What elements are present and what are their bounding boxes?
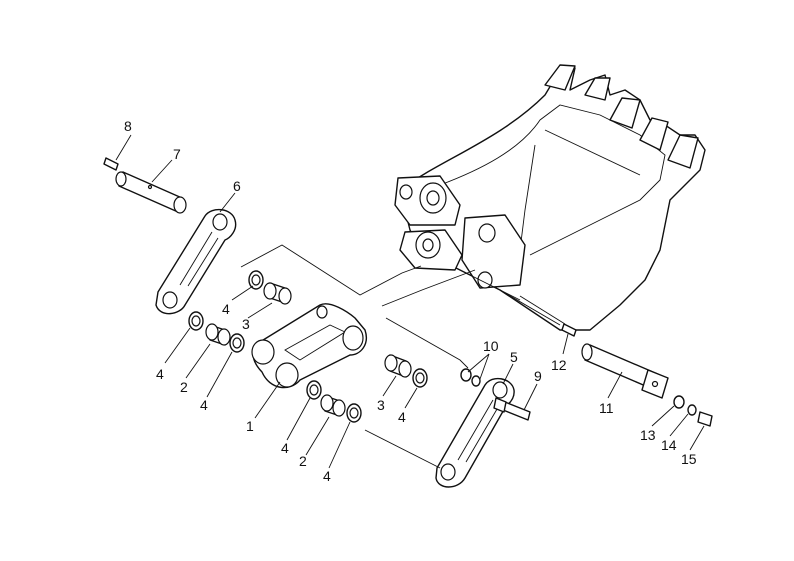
callout-4-left-b: 4 bbox=[200, 397, 208, 413]
callout-11: 11 bbox=[599, 400, 614, 416]
callout-3-upper: 3 bbox=[242, 316, 250, 332]
bushing-2-lower bbox=[320, 394, 346, 417]
washer-14 bbox=[687, 404, 697, 416]
ring-4-lower-a bbox=[306, 380, 322, 400]
ring-4-right bbox=[412, 368, 428, 388]
bolt-15 bbox=[697, 411, 713, 427]
callout-14: 14 bbox=[661, 437, 677, 453]
callout-4-lower-a: 4 bbox=[281, 440, 289, 456]
link-5 bbox=[435, 377, 515, 488]
callout-12: 12 bbox=[551, 357, 567, 373]
callout-4-left-a: 4 bbox=[156, 366, 164, 382]
callout-4-right: 4 bbox=[398, 409, 406, 425]
callout-2-left: 2 bbox=[180, 379, 188, 395]
callout-4-upper: 4 bbox=[222, 301, 230, 317]
pin-11 bbox=[581, 343, 669, 399]
ring-4-lower-b bbox=[346, 403, 362, 423]
link-6 bbox=[155, 209, 237, 315]
callout-9: 9 bbox=[534, 368, 542, 384]
assembly-lines bbox=[240, 244, 566, 469]
callout-2-lower: 2 bbox=[299, 453, 307, 469]
bushing-2-left bbox=[205, 323, 231, 346]
callout-leaders bbox=[115, 134, 705, 469]
callout-4-lower-b: 4 bbox=[323, 468, 331, 484]
ring-4-left-b bbox=[229, 333, 245, 353]
washer-13 bbox=[673, 395, 685, 409]
callout-8: 8 bbox=[124, 118, 132, 134]
ring-4-left-a bbox=[188, 311, 204, 331]
callout-5: 5 bbox=[510, 349, 518, 365]
bushing-3-right bbox=[384, 354, 412, 378]
callout-13: 13 bbox=[640, 427, 656, 443]
fittings-10 bbox=[460, 368, 481, 387]
callout-7: 7 bbox=[173, 146, 181, 162]
callout-10: 10 bbox=[483, 338, 499, 354]
callout-6: 6 bbox=[233, 178, 241, 194]
callout-3-right: 3 bbox=[377, 397, 385, 413]
bucket bbox=[394, 64, 706, 331]
bolt-9 bbox=[493, 397, 531, 421]
callout-15: 15 bbox=[681, 451, 697, 467]
pin-7 bbox=[115, 171, 187, 214]
fitting-12 bbox=[561, 323, 577, 337]
ring-4-upper bbox=[248, 270, 264, 290]
callout-1: 1 bbox=[246, 418, 254, 434]
bushing-3-upper bbox=[263, 282, 292, 305]
lever-1 bbox=[251, 303, 367, 389]
callout-numbers: 8 7 6 4 3 4 2 4 1 4 2 4 3 4 10 5 9 12 11… bbox=[124, 118, 697, 484]
bolt-8 bbox=[103, 157, 119, 171]
